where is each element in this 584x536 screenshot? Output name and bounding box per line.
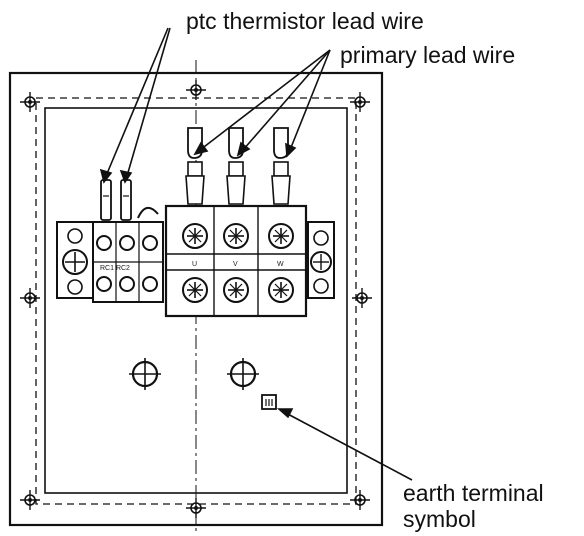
phase-v-mark: V <box>233 261 238 268</box>
phase-u-mark: U <box>192 261 197 268</box>
ptc-terminal-block: RC1 RC2 <box>92 207 164 303</box>
ptc-terminal-marking: RC1 RC2 <box>100 265 130 272</box>
primary-lead-wires <box>185 127 291 205</box>
earth-terminal-label-line2: symbol <box>403 506 476 532</box>
ptc-thermistor-lead-wire-label: ptc thermistor lead wire <box>186 8 424 34</box>
earth-terminal-symbol <box>261 394 277 410</box>
cable-entry-hole-right <box>227 358 259 390</box>
main-terminal-block: U V W <box>164 204 308 318</box>
ptc-lead-wires <box>100 179 132 221</box>
primary-lead-wire-label: primary lead wire <box>340 42 516 68</box>
earth-terminal-label-line1: earth terminal <box>403 480 544 506</box>
primary-leader-arrows <box>193 49 331 158</box>
ptc-leader-arrows <box>99 27 171 184</box>
phase-w-mark: W <box>277 261 284 268</box>
earth-terminal-symbol-label: earth terminal symbol <box>403 480 544 532</box>
aux-terminal-left <box>56 221 94 299</box>
aux-terminal-right <box>307 221 335 299</box>
cable-entry-hole-left <box>129 358 161 390</box>
earth-leader-arrow <box>276 408 413 481</box>
